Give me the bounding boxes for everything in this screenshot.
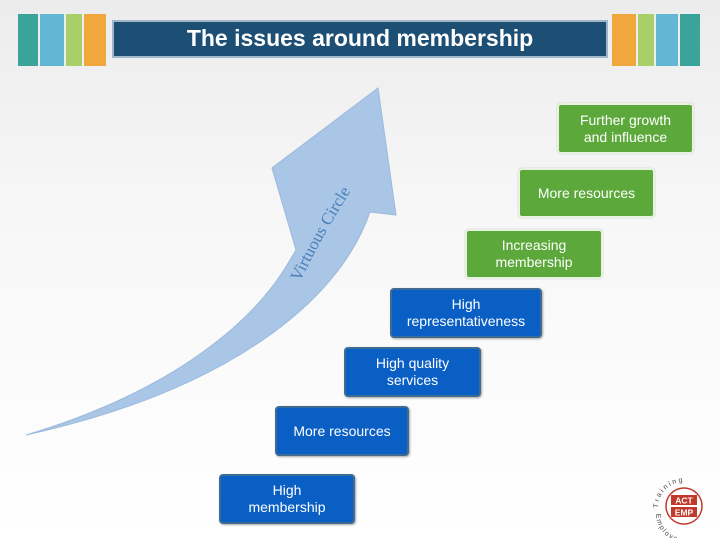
- step-label: High membership: [248, 482, 326, 515]
- step-label: High representativeness: [406, 296, 526, 329]
- step-label: Increasing membership: [495, 237, 573, 270]
- stripe-decoration: [18, 14, 38, 66]
- stripe-decoration: [66, 14, 82, 66]
- step-label: More resources: [537, 184, 636, 201]
- logo-ring: [665, 487, 703, 525]
- step-high-membership: High membership: [219, 474, 355, 524]
- logo-band-bottom: [671, 507, 697, 517]
- step-increasing-membership: Increasing membership: [465, 229, 603, 279]
- step-high-representativeness: High representativeness: [390, 288, 542, 338]
- logo-band-top: [671, 495, 697, 505]
- stripe-decoration: [656, 14, 678, 66]
- page-title: The issues around membership: [112, 20, 608, 58]
- stripe-decoration: [638, 14, 654, 66]
- logo-emp: EMP: [675, 508, 694, 518]
- arrow-shape: [25, 87, 397, 436]
- step-more-resources: More resources: [275, 406, 409, 456]
- stripe-decoration: [84, 14, 106, 66]
- title-banner: The issues around membership: [0, 14, 720, 66]
- stripe-decoration: [612, 14, 636, 66]
- step-label: Further growth and influence: [579, 111, 672, 145]
- logo-act: ACT: [675, 496, 693, 506]
- actemp-logo: ACT EMP Training Employers: [653, 477, 703, 538]
- stripe-decoration: [40, 14, 64, 66]
- step-further-growth: Further growth and influence: [557, 103, 694, 154]
- step-high-quality-services: High quality services: [344, 347, 481, 397]
- stripe-decoration: [680, 14, 700, 66]
- step-label: High quality services: [375, 355, 450, 388]
- step-more-resources-2: More resources: [518, 168, 655, 218]
- step-label: More resources: [293, 422, 391, 439]
